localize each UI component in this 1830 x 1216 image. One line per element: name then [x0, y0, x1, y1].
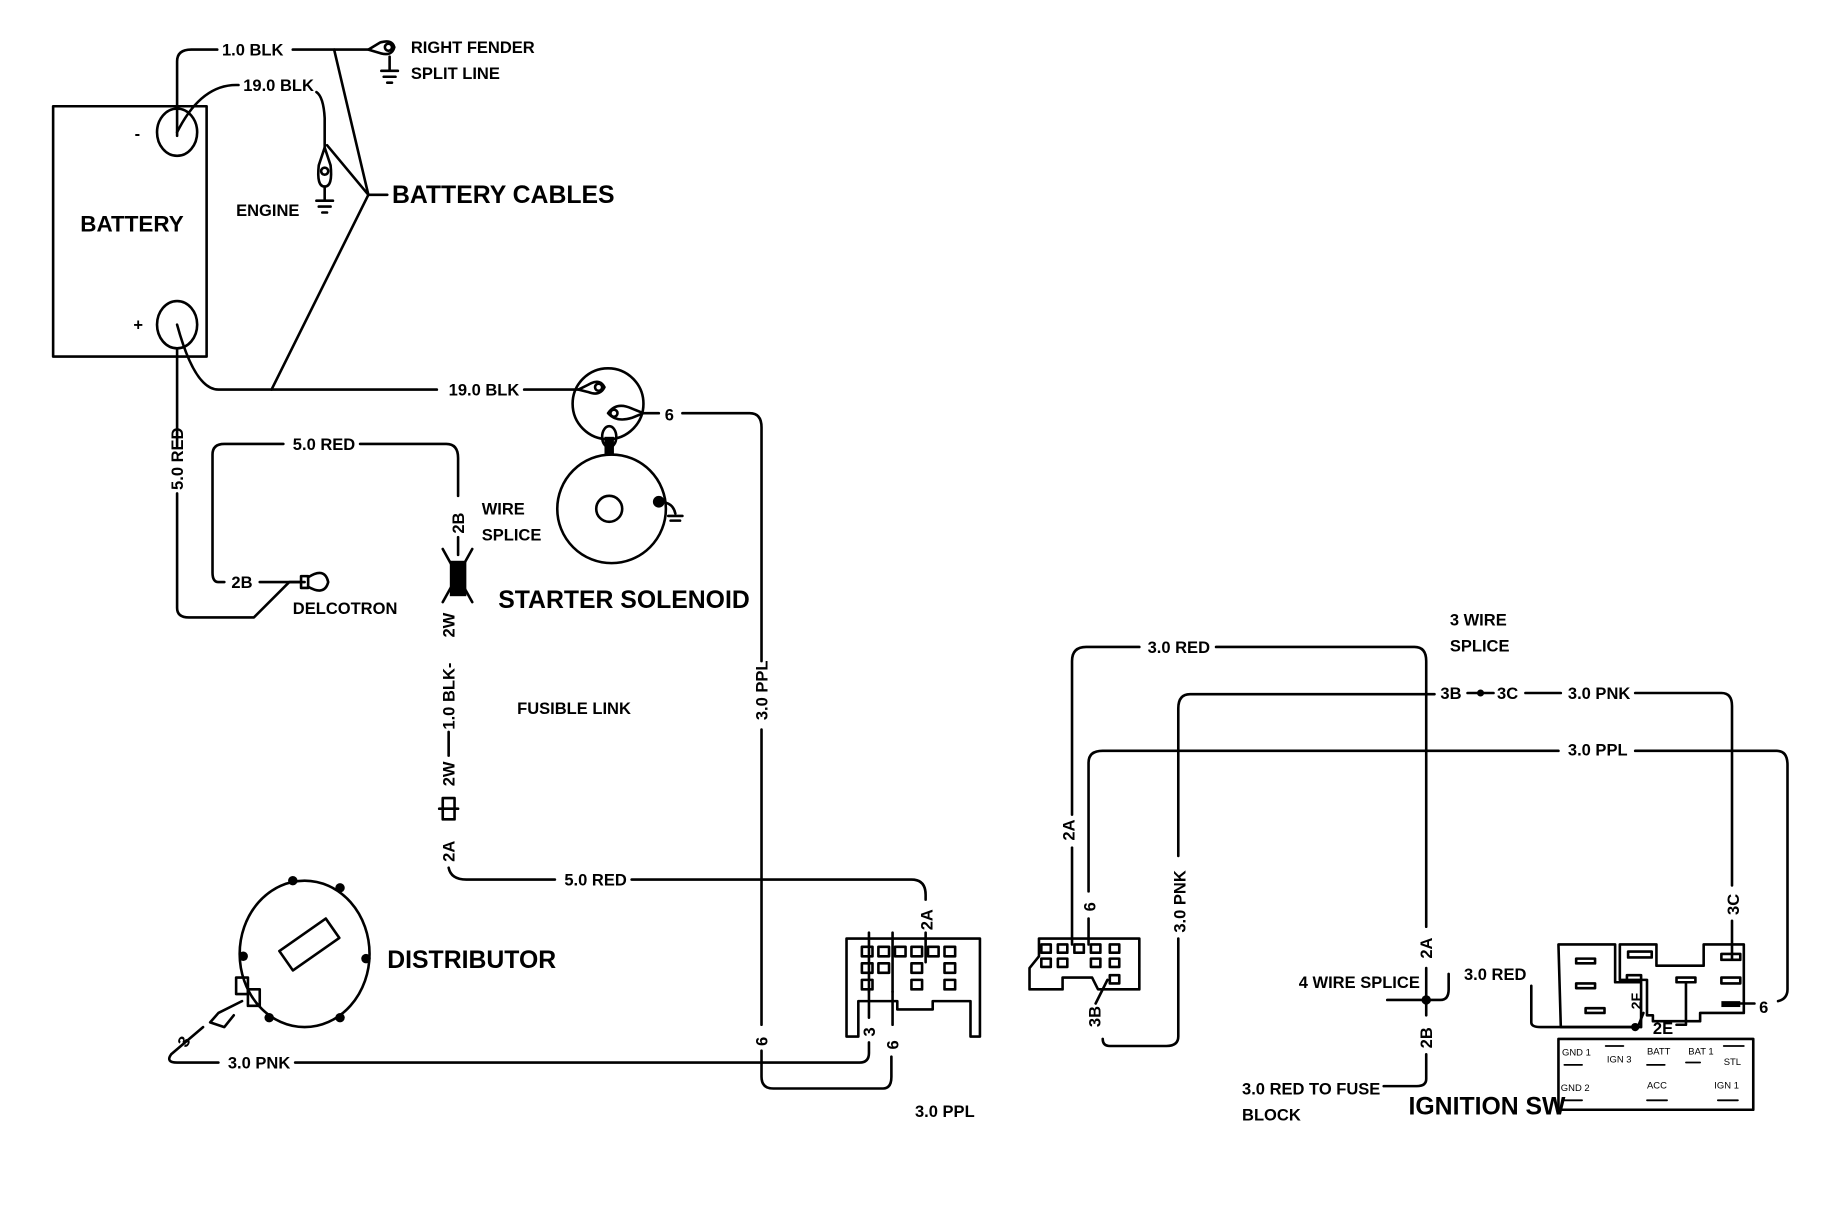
starter-solenoid-label: STARTER SOLENOID [498, 587, 750, 614]
term-acc: ACC [1647, 1080, 1667, 1091]
term-ign3: IGN 3 [1607, 1055, 1632, 1066]
label-splice-3b: 3B [1440, 684, 1461, 703]
instrument-connector [1028, 937, 1141, 991]
engine-ground-lug-icon [315, 146, 335, 214]
wire-3-0-ppl-top [1087, 749, 1560, 893]
three-wire-splice-icon [1466, 689, 1495, 697]
term-ign1: IGN 1 [1714, 1080, 1739, 1091]
fuse-block-label-1: 3.0 RED TO FUSE [1242, 1079, 1380, 1098]
fusible-link-label: FUSIBLE LINK [517, 699, 631, 718]
label-sw-2f: 2F [1629, 993, 1645, 1010]
wire-3-0-pnk-top [1176, 692, 1436, 858]
label-2w-b: 2W [440, 761, 459, 786]
label-r-3b-left: 3B [1085, 1006, 1104, 1027]
four-wire-splice-icon [1421, 995, 1431, 1005]
wire-1-0-blk [175, 48, 219, 138]
label-3-0-red-top: 3.0 RED [1148, 638, 1210, 657]
wire-3-0-red-top [1070, 645, 1141, 816]
four-wire-splice-lines [1385, 966, 1450, 1017]
label-3-0-pnk-dist: 3.0 PNK [228, 1053, 290, 1072]
wire-5-0-red-bottom [447, 866, 557, 881]
battery-cables-label: BATTERY CABLES [392, 182, 615, 209]
wire-5-0-red-top [211, 442, 285, 584]
label-5-0-red-bottom: 5.0 RED [564, 870, 626, 889]
label-delco-2b: 2B [231, 573, 252, 592]
negative-sign: - [135, 124, 141, 143]
wire-3-0-pnk-dist [167, 1025, 220, 1064]
label-19-blk-top: 19.0 BLK [243, 76, 314, 95]
wire-19-blk-engine [175, 83, 240, 134]
label-ppl-6: 6 [752, 1037, 771, 1046]
label-3-0-red-switch: 3.0 RED [1464, 965, 1526, 984]
label-conn-2a: 2A [918, 909, 937, 930]
wire-splice-label-2: SPLICE [482, 526, 542, 545]
wire-splice-icon [441, 535, 474, 604]
label-19-blk-starter: 19.0 BLK [449, 380, 520, 399]
label-r-2b-mid: 2B [1417, 1027, 1436, 1048]
term-bat1: BAT 1 [1688, 1046, 1713, 1057]
ignition-switch-label: IGNITION SW [1409, 1093, 1567, 1120]
term-gnd1: GND 1 [1562, 1047, 1591, 1058]
distributor-label: DISTRIBUTOR [387, 947, 556, 974]
label-3-0-ppl-vert: 3.0 PPL [752, 660, 771, 720]
label-r-6-left: 6 [1081, 902, 1100, 911]
label-conn-3: 3 [860, 1027, 879, 1036]
engine-label: ENGINE [236, 201, 299, 220]
solenoid-ground-icon [657, 500, 684, 522]
three-wire-splice-label-2: SPLICE [1450, 637, 1510, 656]
label-3-0-pnk-vert: 3.0 PNK [1170, 870, 1189, 932]
fender-ground-lug-icon [367, 40, 400, 84]
term-stl: STL [1724, 1057, 1741, 1068]
four-wire-splice-label: 4 WIRE SPLICE [1299, 973, 1420, 992]
label-5-0-red-top: 5.0 RED [293, 435, 355, 454]
battery-label: BATTERY [80, 211, 183, 236]
three-wire-splice-label-1: 3 WIRE [1450, 611, 1507, 630]
label-1-0-blk: 1.0 BLK [222, 40, 284, 59]
label-1-0-blk-fusible: 1.0 BLK- [440, 663, 459, 730]
label-3-0-ppl-bottom: 3.0 PPL [915, 1102, 975, 1121]
starter-solenoid [555, 367, 684, 565]
fusible-link-icon [437, 796, 460, 821]
term-batt: BATT [1647, 1046, 1671, 1057]
wire-splice-label-1: WIRE [482, 500, 525, 519]
term-gnd2: GND 2 [1561, 1083, 1590, 1094]
fuse-block-label-2: BLOCK [1242, 1105, 1301, 1124]
label-5-0-red-vert: 5.0 RED [168, 427, 187, 489]
label-splice-2b: 2B [449, 512, 468, 533]
label-3-0-pnk-top: 3.0 PNK [1568, 684, 1630, 703]
positive-sign: + [133, 316, 143, 335]
label-r-2a-left: 2A [1059, 819, 1078, 840]
label-3-0-ppl-top: 3.0 PPL [1568, 741, 1628, 760]
right-fender-label: RIGHT FENDER [411, 38, 535, 57]
wire-3-0-ppl [642, 411, 763, 663]
ignition-switch [1529, 943, 1756, 1032]
engine-connector [845, 931, 982, 1038]
wire-5-0-red-delco [175, 346, 306, 619]
label-sw-3c: 3C [1724, 894, 1743, 915]
label-r-2a-mid: 2A [1417, 937, 1436, 958]
label-sw-6: 6 [1759, 998, 1768, 1017]
split-line-label: SPLIT LINE [411, 64, 500, 83]
ignition-switch-terminal-legend: GND 1 IGN 3 BATT BAT 1 STL GND 2 ACC IGN… [1557, 1037, 1755, 1112]
label-sw-2e: 2E [1653, 1019, 1673, 1038]
label-2w-a: 2W [440, 612, 459, 637]
label-conn-6: 6 [883, 1040, 902, 1049]
delcotron-label: DELCOTRON [293, 599, 398, 618]
wire-19-blk-starter [175, 323, 439, 391]
distributor [208, 875, 371, 1029]
label-sol-6: 6 [665, 405, 674, 424]
label-splice-3c: 3C [1497, 684, 1518, 703]
label-2a: 2A [440, 841, 459, 862]
battery: BATTERY - + [51, 104, 208, 358]
